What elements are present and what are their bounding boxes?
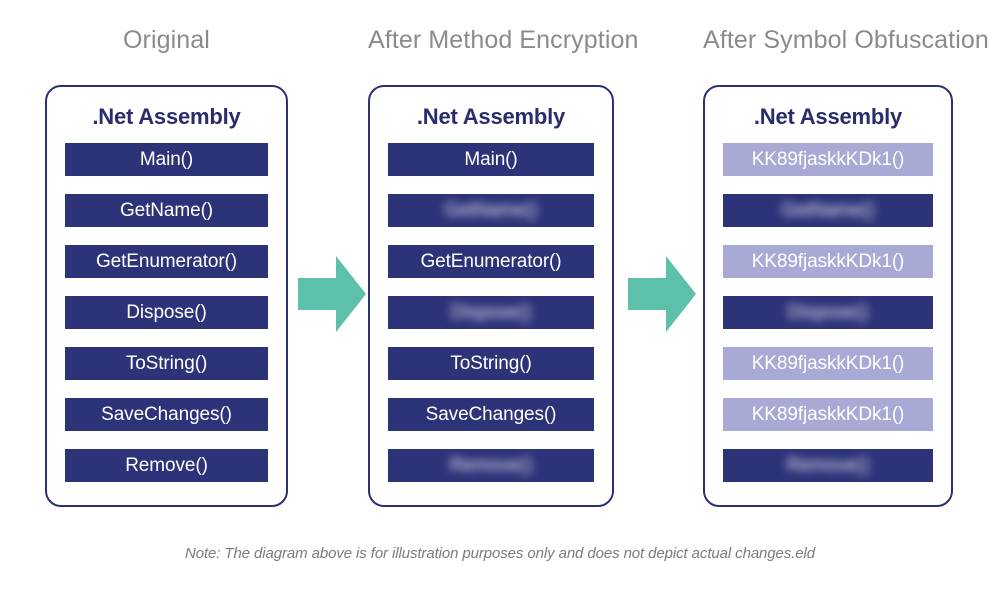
- method-label: KK89fjaskkKDk1(): [751, 149, 905, 170]
- method-row: Remove(): [65, 449, 268, 482]
- method-label: Remove(): [125, 455, 208, 476]
- column-heading-after-symbol-obfuscation: After Symbol Obfuscation: [703, 26, 989, 54]
- arrow-encrypted-to-obfuscated: [628, 252, 696, 336]
- card-title: .Net Assembly: [753, 104, 903, 129]
- method-label: GetName(): [781, 200, 875, 221]
- method-label: ToString(): [125, 353, 208, 374]
- method-list: Main() GetName() GetEnumerator() Dispose…: [47, 143, 286, 482]
- method-row-obfuscated: KK89fjaskkKDk1(): [723, 398, 933, 431]
- column-heading-after-method-encryption: After Method Encryption: [368, 26, 639, 54]
- method-row-encrypted: GetName(): [388, 194, 594, 227]
- method-row: Main(): [388, 143, 594, 176]
- assembly-card-after-symbol-obfuscation: .Net Assembly KK89fjaskkKDk1() GetName()…: [703, 85, 953, 507]
- arrow-original-to-encrypted: [298, 252, 366, 336]
- method-label: GetEnumerator(): [420, 251, 562, 272]
- method-label: ToString(): [450, 353, 532, 374]
- method-label: Remove(): [786, 455, 870, 476]
- method-list: KK89fjaskkKDk1() GetName() KK89fjaskkKDk…: [705, 143, 951, 482]
- method-label: KK89fjaskkKDk1(): [751, 353, 905, 374]
- method-label: Dispose(): [126, 302, 207, 323]
- method-label: Remove(): [449, 455, 533, 476]
- method-row: GetEnumerator(): [388, 245, 594, 278]
- method-label: KK89fjaskkKDk1(): [751, 251, 905, 272]
- method-row: SaveChanges(): [388, 398, 594, 431]
- method-label: Dispose(): [787, 302, 869, 323]
- method-row-encrypted: Dispose(): [388, 296, 594, 329]
- footnote: Note: The diagram above is for illustrat…: [185, 545, 815, 562]
- method-row: Dispose(): [65, 296, 268, 329]
- method-row-encrypted: Remove(): [723, 449, 933, 482]
- method-row-obfuscated: KK89fjaskkKDk1(): [723, 245, 933, 278]
- method-label: Main(): [464, 149, 518, 170]
- method-label: KK89fjaskkKDk1(): [751, 404, 905, 425]
- assembly-card-original: .Net Assembly Main() GetName() GetEnumer…: [45, 85, 288, 507]
- method-row: SaveChanges(): [65, 398, 268, 431]
- method-row: GetName(): [65, 194, 268, 227]
- method-row-obfuscated: KK89fjaskkKDk1(): [723, 347, 933, 380]
- assembly-card-after-method-encryption: .Net Assembly Main() GetName() GetEnumer…: [368, 85, 614, 507]
- method-label: GetName(): [444, 200, 538, 221]
- method-label: GetName(): [119, 200, 214, 221]
- column-headings: Original After Method Encryption After S…: [0, 26, 1000, 66]
- method-row-encrypted: GetName(): [723, 194, 933, 227]
- method-row: ToString(): [65, 347, 268, 380]
- method-label: Dispose(): [450, 302, 532, 323]
- method-label: SaveChanges(): [101, 404, 232, 425]
- method-row-encrypted: Remove(): [388, 449, 594, 482]
- method-label: GetEnumerator(): [95, 251, 238, 272]
- method-row: Main(): [65, 143, 268, 176]
- column-heading-original: Original: [123, 26, 210, 54]
- method-row: GetEnumerator(): [65, 245, 268, 278]
- card-title: .Net Assembly: [92, 104, 241, 129]
- method-row: ToString(): [388, 347, 594, 380]
- method-row-obfuscated: KK89fjaskkKDk1(): [723, 143, 933, 176]
- method-label: SaveChanges(): [425, 404, 557, 425]
- method-list: Main() GetName() GetEnumerator() Dispose…: [370, 143, 612, 482]
- method-label: Main(): [139, 149, 194, 170]
- card-title: .Net Assembly: [416, 104, 566, 129]
- method-row-encrypted: Dispose(): [723, 296, 933, 329]
